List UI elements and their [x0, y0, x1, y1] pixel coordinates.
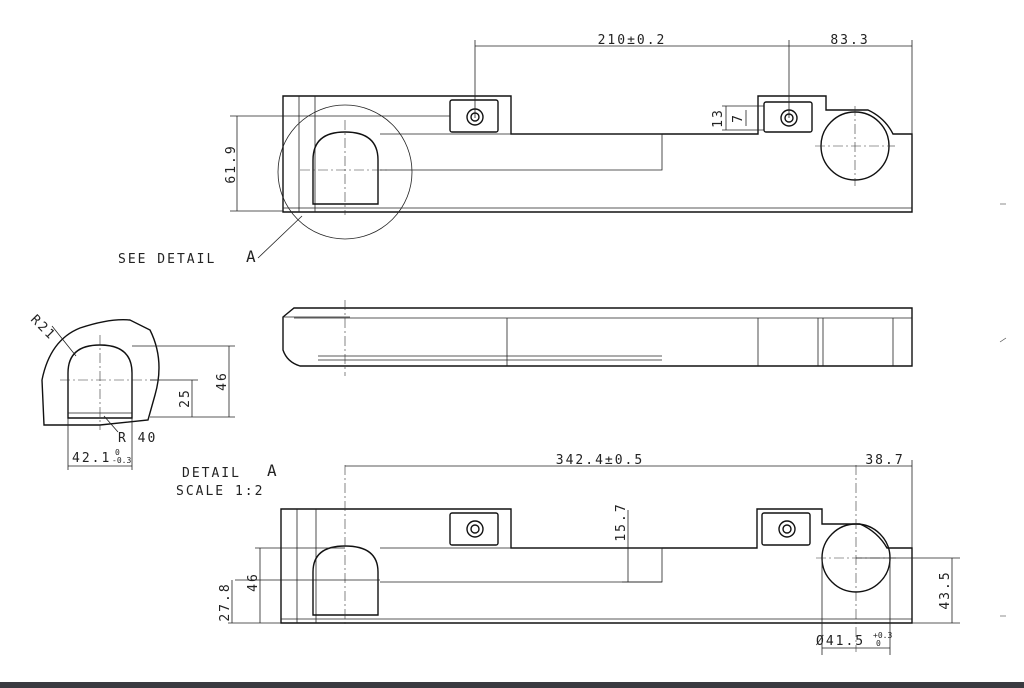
bottom-view-outline: [280, 508, 913, 624]
detail-a-boundary: [41, 318, 160, 426]
dim-13-text: 13: [711, 108, 726, 128]
bottom-view-left-hole-inner: [470, 524, 480, 534]
side-view: [282, 300, 913, 376]
detail-a-view: R21 46 25 R 40 42.1 0 -0.3: [27, 312, 235, 470]
dim-27-text: 27.8: [218, 582, 233, 621]
top-view-left-boss: [312, 131, 379, 205]
detail-25-text: 25: [178, 388, 193, 408]
bottom-view-left-hole-outer: [466, 520, 484, 538]
dim-210-text: 210±0.2: [598, 33, 667, 48]
bottom-view-right-hole-inner: [782, 524, 792, 534]
bottom-view-left-boss: [312, 545, 379, 616]
dim-43-text: 43.5: [938, 570, 953, 609]
detail-42-tol-lower: -0.3: [112, 456, 131, 465]
detail-scale: SCALE 1:2: [176, 484, 264, 499]
detail-r21-leader: [51, 325, 77, 357]
dim-dia-text: Ø41.5: [816, 634, 865, 649]
detail-title: DETAIL: [182, 466, 241, 481]
dim-15-text: 15.7: [614, 502, 629, 541]
top-view-left-slot: [449, 99, 499, 133]
dim-7-text: 7: [731, 113, 746, 123]
margin-mark-2: [999, 337, 1007, 343]
dim-b46-text: 46: [246, 572, 261, 592]
detail-42-text: 42.1: [72, 451, 111, 466]
top-view: 210±0.2 83.3 61.9 13 7: [224, 33, 913, 240]
see-detail-leader: [257, 215, 303, 259]
top-view-outline: [282, 95, 913, 213]
side-view-outline: [282, 307, 913, 367]
detail-r40-leader: [103, 415, 119, 433]
dim-61-text: 61.9: [224, 144, 239, 183]
bottom-view-step: [380, 547, 663, 583]
detail-46-text: 46: [215, 371, 230, 391]
bottom-view-right-hole-outer: [778, 520, 796, 538]
dim-83-text: 83.3: [830, 33, 869, 48]
bottom-view-left-slot: [449, 512, 499, 546]
see-detail-letter: A: [246, 247, 256, 266]
bottom-view: 342.4±0.5 38.7 15.7 46 27.8 43.5 Ø41.5 +…: [218, 453, 960, 655]
dim-dia-tol-upper: +0.3: [873, 631, 892, 640]
dim-dia-tol-lower: 0: [876, 639, 881, 648]
top-view-right-slot: [763, 101, 813, 133]
bottom-bar: [0, 682, 1024, 688]
detail-r40-text: R 40: [118, 431, 157, 446]
detail-a-circle: [277, 104, 413, 240]
dim-342-text: 342.4±0.5: [556, 453, 644, 468]
detail-42-tol-upper: 0: [115, 448, 120, 457]
bottom-view-right-slot: [761, 512, 811, 546]
detail-title-letter: A: [267, 461, 277, 480]
top-view-step: [380, 133, 663, 171]
dim-38-text: 38.7: [865, 453, 904, 468]
see-detail-label: SEE DETAIL: [118, 252, 216, 267]
